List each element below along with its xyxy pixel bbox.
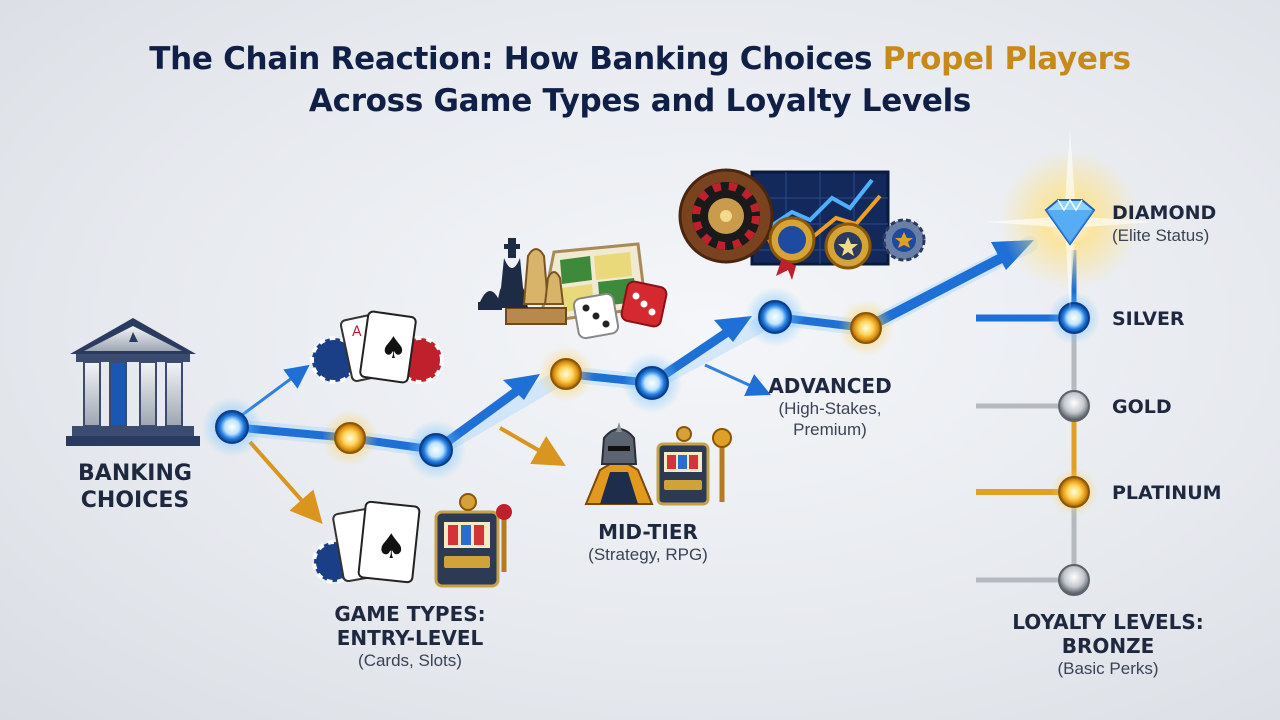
loyalty-footer-sub: (Basic Perks) (1057, 659, 1159, 678)
path-nodes (202, 287, 894, 480)
entry-sub: (Cards, Slots) (358, 651, 462, 670)
mid-tier-sub: (Strategy, RPG) (588, 545, 708, 564)
platinum-label: PLATINUM (1112, 482, 1222, 504)
diamond-sub: (Elite Status) (1112, 226, 1210, 245)
mid-tier-label: MID-TIER (Strategy, RPG) (560, 520, 736, 565)
svg-text:A: A (352, 324, 362, 340)
title-highlight: Propel Players (882, 41, 1131, 77)
knight-and-slot-icon (584, 422, 732, 506)
silver-node (1048, 292, 1100, 344)
roulette-chart-badges-icon (678, 168, 926, 280)
node-blue (406, 420, 466, 480)
title-line1: The Chain Reaction: How Banking Choices (149, 41, 883, 77)
loyalty-footer-line1: LOYALTY LEVELS: (1012, 610, 1204, 634)
gold-label: GOLD (1112, 396, 1172, 418)
loyalty-footer-line2: BRONZE (1061, 634, 1155, 658)
diamond-icon (985, 130, 1155, 310)
mid-tier-title: MID-TIER (598, 520, 698, 544)
loyalty-levels-label: LOYALTY LEVELS: BRONZE (Basic Perks) (1004, 610, 1212, 679)
node-blue (745, 287, 805, 347)
entry-level-label: GAME TYPES: ENTRY-LEVEL (Cards, Slots) (318, 602, 502, 671)
bank-building-icon (66, 318, 200, 446)
playing-cards-chips-icon: ♠ A (310, 310, 444, 384)
svg-text:♠: ♠ (376, 527, 406, 567)
diamond-label: DIAMOND (1112, 202, 1217, 224)
platinum-node (1050, 468, 1098, 516)
loyalty-ladder (976, 250, 1100, 596)
gold-node (1058, 390, 1090, 422)
page-title: The Chain Reaction: How Banking Choices … (0, 38, 1280, 122)
bronze-node (1058, 564, 1090, 596)
entry-label-line1: GAME TYPES: (334, 602, 486, 626)
node-gold (322, 410, 378, 466)
title-line2: Across Game Types and Loyalty Levels (308, 83, 972, 119)
node-gold (838, 300, 894, 356)
cards-and-slot-machine-icon: ♠ (312, 493, 512, 588)
arrow-head-icon (503, 374, 540, 400)
advanced-sub-line2: Premium) (793, 420, 867, 439)
svg-text:♠: ♠ (380, 331, 407, 366)
node-gold (538, 346, 594, 402)
advanced-sub-line1: (High-Stakes, (778, 399, 882, 418)
node-blue (622, 353, 682, 413)
banking-label-line2: CHOICES (80, 488, 190, 513)
chess-board-dice-icon (478, 238, 668, 340)
advanced-title: ADVANCED (768, 374, 892, 398)
banking-label-line1: BANKING (78, 461, 192, 486)
banking-choices-label: BANKING CHOICES (62, 460, 208, 514)
advanced-label: ADVANCED (High-Stakes, Premium) (760, 374, 900, 440)
node-blue (202, 397, 262, 457)
arrow-head-icon (714, 316, 752, 342)
silver-label: SILVER (1112, 308, 1185, 330)
entry-label-line2: ENTRY-LEVEL (336, 626, 484, 650)
